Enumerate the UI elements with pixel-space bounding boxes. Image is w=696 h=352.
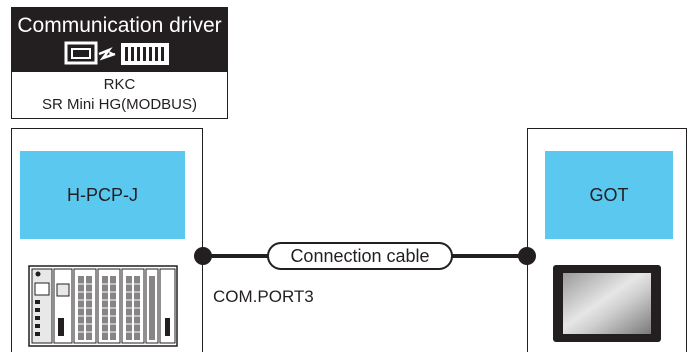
controller-name-label: H-PCP-J	[20, 151, 185, 239]
driver-model: SR Mini HG(MODBUS)	[41, 96, 197, 113]
right-connector-dot	[518, 247, 536, 265]
got-name-label: GOT	[545, 151, 673, 239]
got-touch-panel-icon	[553, 265, 661, 342]
left-connector-dot	[194, 247, 212, 265]
controller-module-icon	[28, 265, 178, 347]
port-label: COM.PORT3	[213, 287, 314, 306]
driver-maker: RKC	[103, 76, 136, 93]
driver-header	[12, 8, 227, 72]
controller-device-frame	[11, 128, 203, 352]
connection-cable-label: Connection cable	[290, 245, 430, 266]
communication-driver-icon	[64, 41, 169, 65]
communication-driver-badge: Communication driver RKC SR Mini HG(MODB…	[11, 7, 228, 119]
cable-label-pill	[267, 242, 453, 270]
driver-title: Communication driver	[17, 14, 222, 37]
got-device-frame	[527, 128, 687, 352]
